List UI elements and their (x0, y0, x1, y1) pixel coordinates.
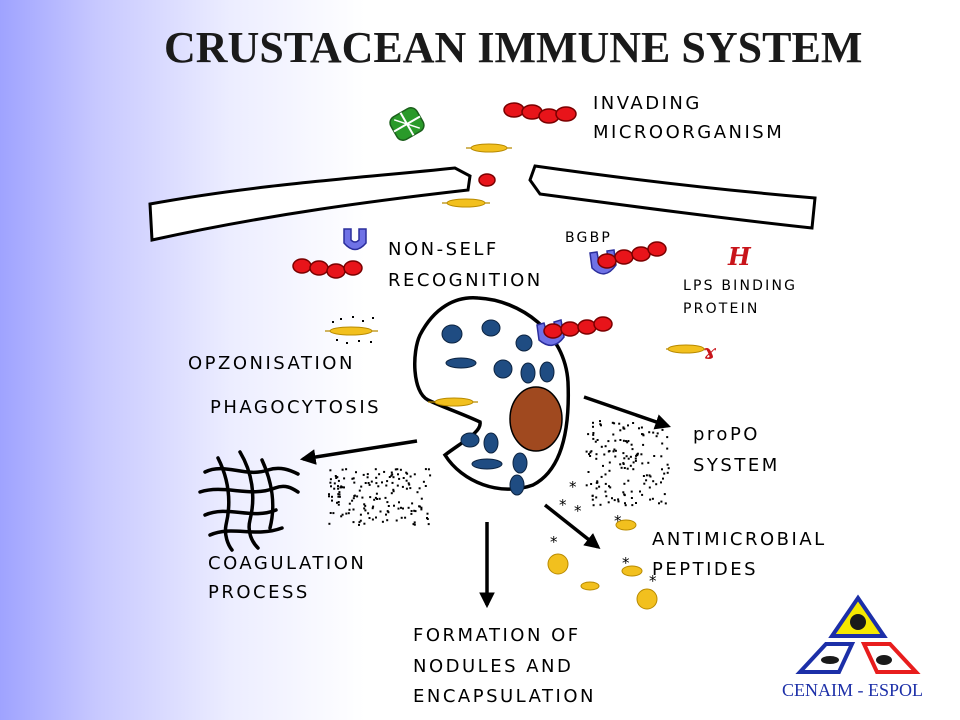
label-microorganism: MICROORGANISM (593, 122, 784, 143)
svg-text:*: * (649, 572, 657, 590)
label-formation-of: FORMATION OF (413, 625, 581, 646)
label-propo: proPO (693, 424, 760, 445)
label-protein: PROTEIN (683, 301, 760, 317)
svg-text:*: * (614, 512, 622, 530)
yellow-rod-inside (442, 198, 490, 208)
cell-granules (441, 319, 555, 496)
propo-stipple (585, 420, 670, 507)
bacterium-entering (478, 173, 496, 187)
label-non-self: NON-SELF (388, 239, 499, 260)
yellow-rod-entering (466, 143, 512, 153)
label-lps-binding: LPS BINDING (683, 278, 797, 294)
lps-binding-icon: H (727, 242, 752, 271)
lps-bound-rod: ɤ (666, 339, 717, 363)
svg-text:*: * (559, 496, 567, 514)
svg-text:*: * (622, 554, 630, 572)
label-invading: INVADING (593, 93, 702, 114)
label-coagulation: COAGULATION (208, 553, 366, 574)
label-process: PROCESS (208, 582, 310, 603)
label-antimicrobial: ANTIMICROBIAL (652, 529, 827, 550)
phagocytosis-rod (428, 397, 478, 407)
logo-text: CENAIM - ESPOL (782, 680, 923, 700)
page-title: CRUSTACEAN IMMUNE SYSTEM (164, 23, 862, 72)
peptide-attacked-bacteria (547, 519, 658, 610)
coagulation-stipple (328, 468, 432, 526)
opsonisation-rod (325, 326, 378, 336)
cell-nucleus (509, 386, 563, 452)
fibrin-network (198, 450, 300, 552)
label-nodules-and: NODULES AND (413, 656, 573, 677)
svg-text:ɤ: ɤ (703, 339, 717, 363)
cenaim-espol-logo: CENAIM - ESPOL (782, 594, 923, 700)
arrow-to-peptides (543, 503, 601, 549)
label-peptides: PEPTIDES (652, 559, 758, 580)
label-recognition: RECOGNITION (388, 270, 543, 291)
svg-text:*: * (574, 502, 582, 520)
receptor-icon (343, 228, 367, 251)
peptide-stars: * * * * * * * (550, 478, 657, 590)
label-bgbp: BGBP (565, 230, 612, 246)
bacteria-chain-invading (503, 102, 577, 124)
bacteria-chain-bgbp (597, 241, 667, 269)
bacteria-chain-cell (543, 316, 613, 339)
arrow-to-propo (583, 395, 671, 430)
hemocyte-cell (413, 296, 571, 496)
opsonisation-particles (332, 316, 374, 344)
label-opzonisation: OPZONISATION (188, 353, 355, 374)
label-propo-system: SYSTEM (693, 455, 780, 476)
label-phagocytosis: PHAGOCYTOSIS (210, 397, 381, 418)
label-encapsulation: ENCAPSULATION (413, 686, 596, 707)
arrow-to-coagulation (299, 439, 418, 465)
svg-text:*: * (569, 478, 577, 496)
bacteria-chain-recognition (292, 258, 363, 279)
svg-text:*: * (550, 533, 558, 551)
green-virus-icon (389, 107, 425, 141)
cuticle-barrier (148, 164, 817, 242)
